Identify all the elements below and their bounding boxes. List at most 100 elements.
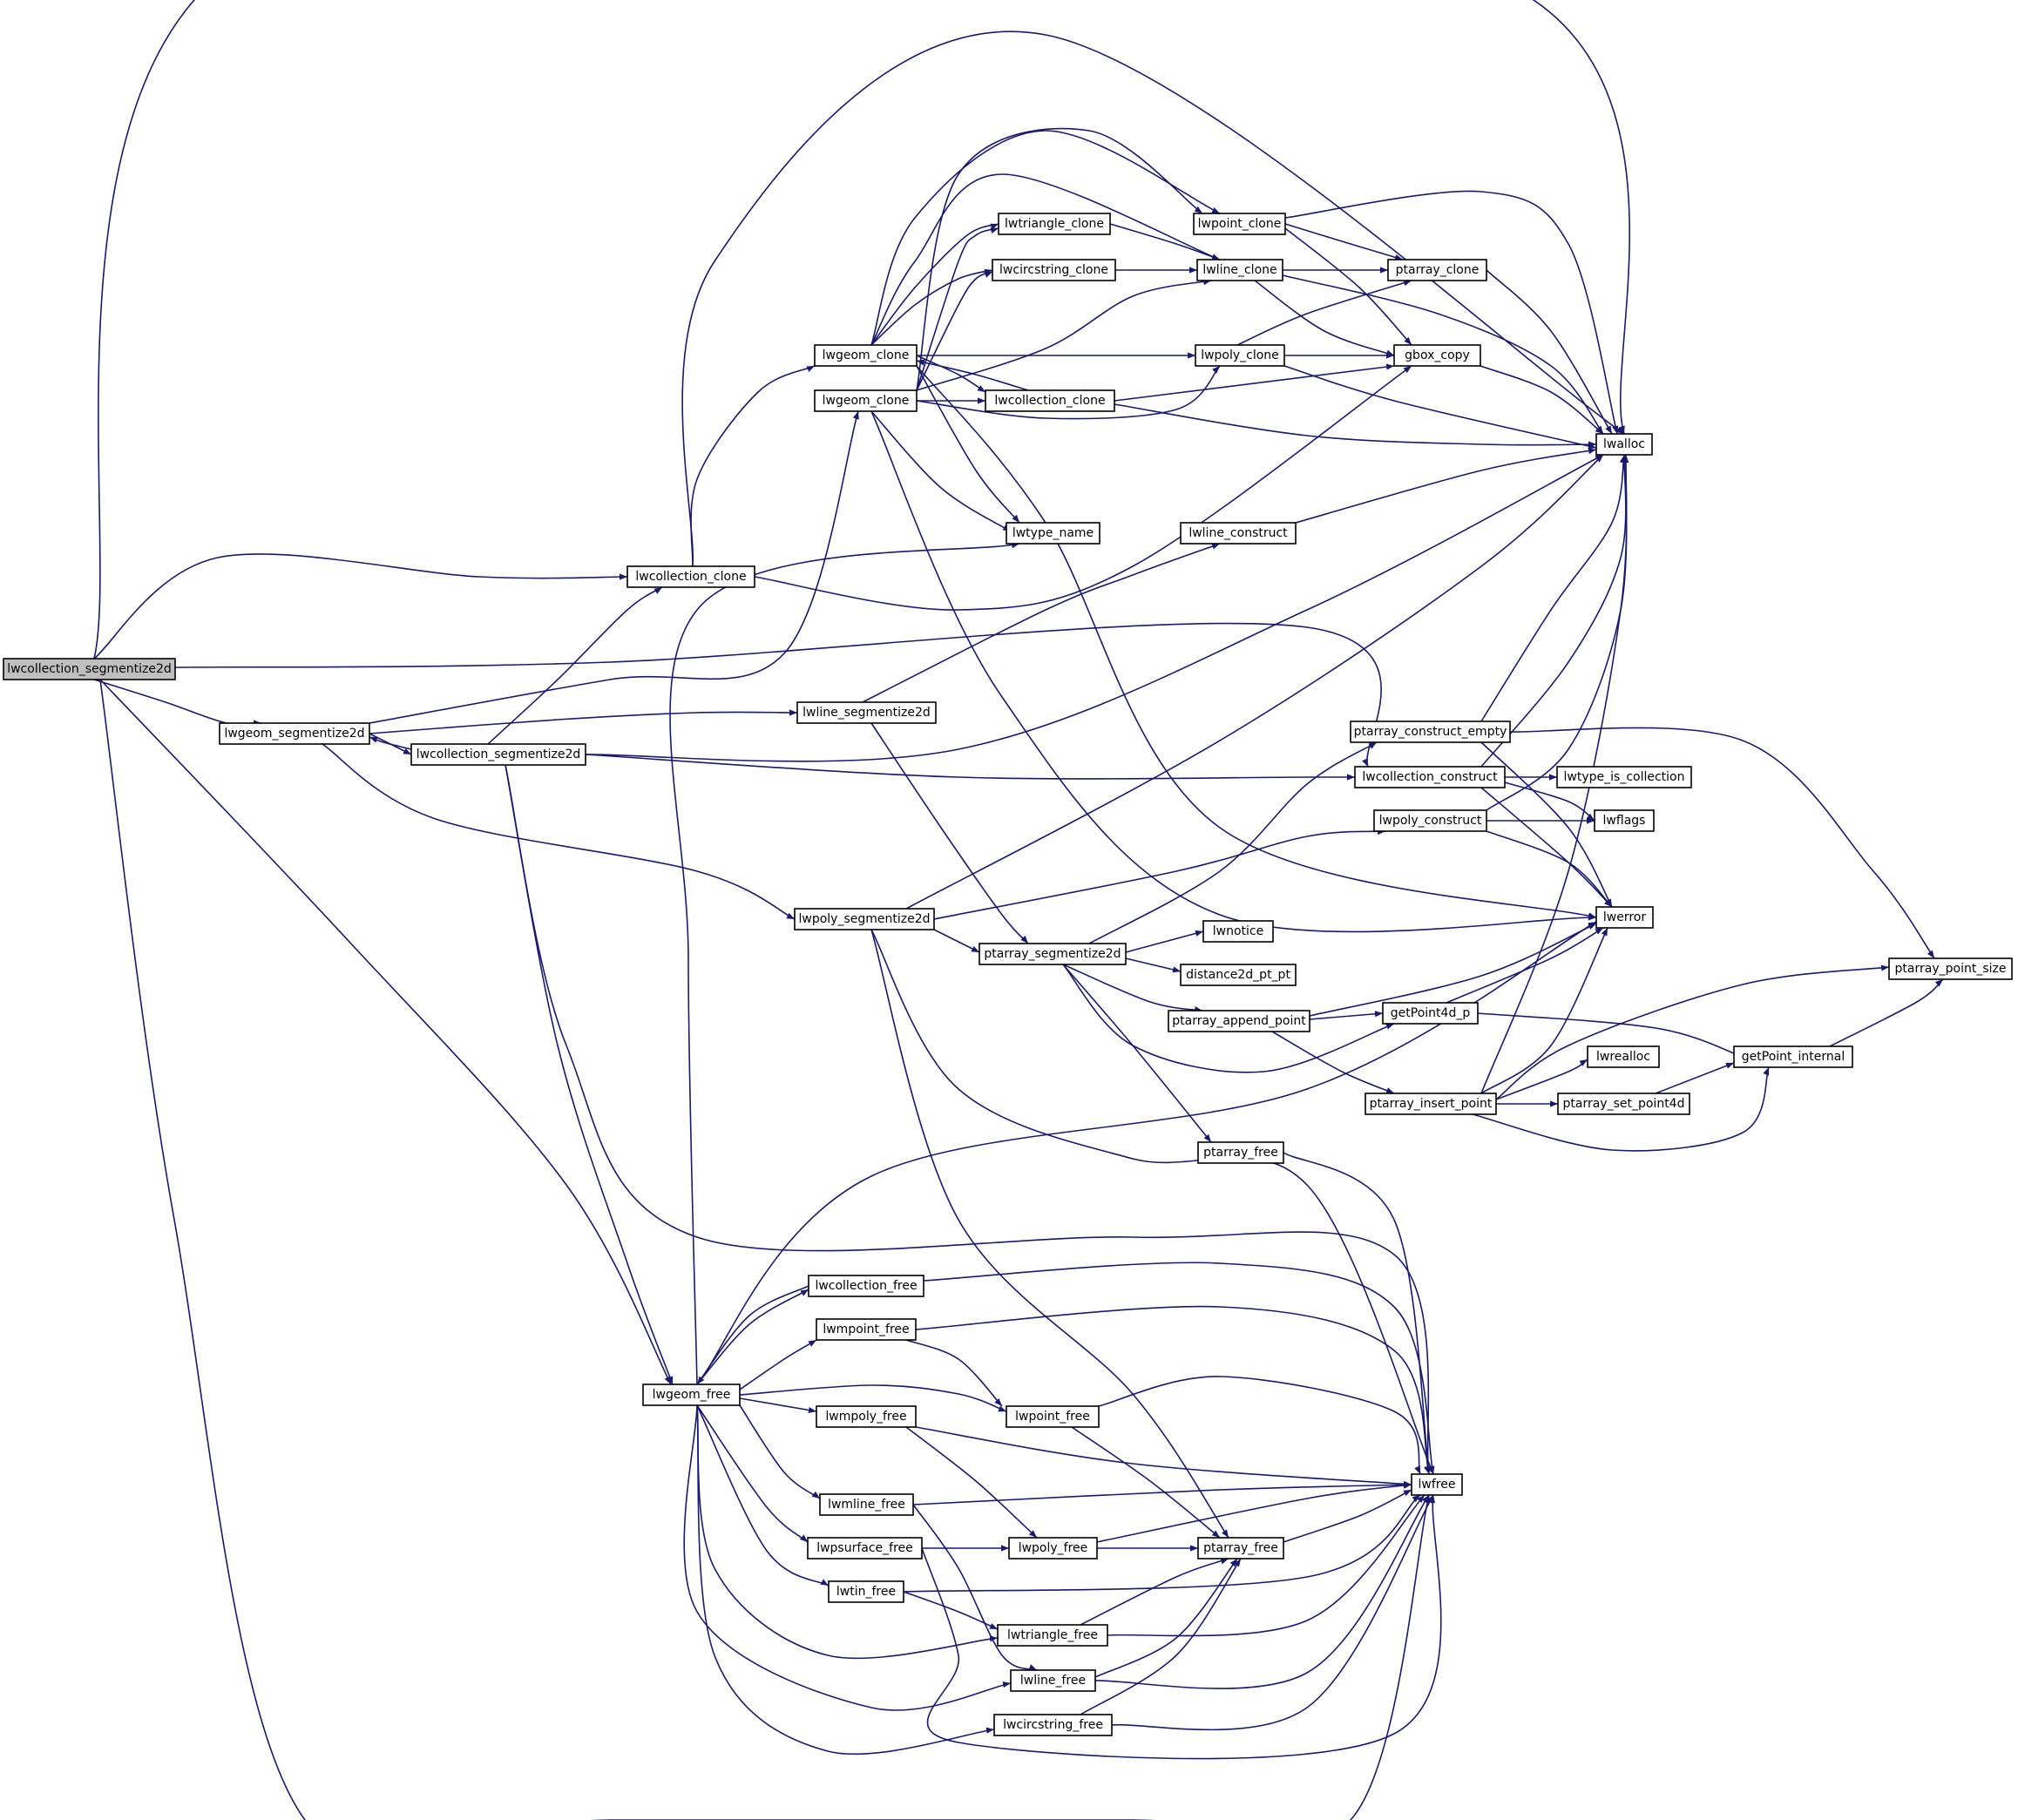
node-getPoint4d-p[interactable]: getPoint4d_p bbox=[1382, 1002, 1479, 1025]
node-lwerror[interactable]: lwerror bbox=[1595, 906, 1654, 929]
node-box bbox=[1888, 957, 2013, 980]
edge-lwcoll_seg_inner-to-lwgeom_segmentize2d bbox=[369, 736, 412, 750]
node-label: getPoint_internal bbox=[1742, 1050, 1845, 1064]
node-gbox-copy[interactable]: gbox_copy bbox=[1393, 344, 1481, 367]
node-lwgeom-segmentize2d[interactable]: lwgeom_segmentize2d bbox=[219, 722, 370, 745]
edge-lwgeom_clone_b-to-lwcircstring_clone bbox=[916, 271, 993, 391]
node-lwpoly-free[interactable]: lwpoly_free bbox=[1008, 1537, 1098, 1560]
node-lwcollection-construct[interactable]: lwcollection_construct bbox=[1354, 766, 1506, 788]
node-lwmline-free[interactable]: lwmline_free bbox=[819, 1493, 914, 1516]
edge-line bbox=[683, 1404, 1012, 1711]
edge-lwgeom_free-to-lwpoint_free bbox=[739, 1384, 1007, 1412]
node-lwcollection-free[interactable]: lwcollection_free bbox=[808, 1275, 924, 1297]
edge-ptarray_free_a-to-lwfree bbox=[1283, 1152, 1432, 1475]
edge-lwcollection_clone2-to-lwgeom_clone_a bbox=[916, 359, 1029, 391]
node-lwgeom-clone-b[interactable]: lwgeom_clone bbox=[814, 389, 918, 412]
edge-line bbox=[870, 929, 1434, 1475]
edge-root-to-lwfree bbox=[99, 679, 1431, 1820]
node-lwline-construct[interactable]: lwline_construct bbox=[1180, 522, 1297, 545]
edge-lwpoly_clone-to-ptarray_clone bbox=[1236, 280, 1412, 346]
node-label: lwpsurface_free bbox=[816, 1541, 913, 1555]
node-getPoint-internal[interactable]: getPoint_internal bbox=[1733, 1045, 1853, 1068]
edge-ptarray_set_point4d-to-getPoint_internal bbox=[1655, 1062, 1735, 1094]
edge-lwgeom_clone_b-to-lwerror bbox=[870, 410, 1597, 933]
node-ptarray-clone[interactable]: ptarray_clone bbox=[1387, 259, 1487, 281]
node-lwflags[interactable]: lwflags bbox=[1594, 809, 1655, 832]
edge-line bbox=[696, 1404, 809, 1543]
node-lwtriangle-clone[interactable]: lwtriangle_clone bbox=[998, 213, 1111, 235]
node-lwcollection-clone[interactable]: lwcollection_clone bbox=[626, 565, 755, 588]
edge-line bbox=[1480, 741, 1613, 908]
edge-line bbox=[369, 410, 859, 724]
node-label: ptarray_append_point bbox=[1172, 1014, 1306, 1028]
node-lwtin-free[interactable]: lwtin_free bbox=[828, 1580, 904, 1603]
node-lwtype-is-collection[interactable]: lwtype_is_collection bbox=[1556, 766, 1692, 788]
edge-line bbox=[487, 586, 663, 745]
node-lwpoly-clone[interactable]: lwpoly_clone bbox=[1195, 344, 1285, 367]
node-lwline-clone[interactable]: lwline_clone bbox=[1196, 259, 1283, 281]
node-box bbox=[1354, 766, 1506, 788]
node-ptarray-set-point4d[interactable]: ptarray_set_point4d bbox=[1557, 1093, 1690, 1115]
node-lwpoint-free[interactable]: lwpoint_free bbox=[1006, 1405, 1100, 1428]
edge-lwgeom_free-to-lwcollection_free bbox=[696, 1289, 809, 1385]
node-lwfree[interactable]: lwfree bbox=[1411, 1473, 1463, 1496]
node-lwtype-name[interactable]: lwtype_name bbox=[1006, 522, 1100, 545]
edge-line bbox=[1282, 274, 1604, 435]
node-lwline-free[interactable]: lwline_free bbox=[1010, 1669, 1096, 1692]
node-ptarray-construct-empty[interactable]: ptarray_construct_empty bbox=[1350, 721, 1511, 743]
edge-line bbox=[1284, 223, 1404, 260]
node-ptarray-append-point[interactable]: ptarray_append_point bbox=[1168, 1010, 1310, 1032]
node-lwline-segmentize2d[interactable]: lwline_segmentize2d bbox=[796, 701, 937, 724]
edge-line bbox=[1096, 1482, 1412, 1543]
edge-lwcoll_seg_inner-to-lwalloc bbox=[585, 454, 1604, 762]
node-label: lwgeom_clone bbox=[823, 394, 910, 408]
node-lwgeom-free[interactable]: lwgeom_free bbox=[642, 1384, 741, 1406]
node-lwcollection-clone2[interactable]: lwcollection_clone bbox=[985, 389, 1115, 412]
edge-line bbox=[1309, 1011, 1384, 1020]
node-label: getPoint4d_p bbox=[1391, 1006, 1471, 1020]
node-lwcircstring-clone[interactable]: lwcircstring_clone bbox=[992, 259, 1116, 281]
edge-lwpoint_clone-to-lwalloc bbox=[1284, 190, 1619, 435]
node-lwgeom-clone-a[interactable]: lwgeom_clone bbox=[814, 344, 918, 367]
node-label: lwnotice bbox=[1213, 924, 1263, 938]
node-lwalloc[interactable]: lwalloc bbox=[1595, 433, 1653, 456]
edge-lwpoint_clone-to-ptarray_clone bbox=[1284, 223, 1404, 260]
edge-ptarray_construct_empty-to-ptarray_point_size bbox=[1509, 727, 1935, 959]
node-lwpsurface-free[interactable]: lwpsurface_free bbox=[807, 1537, 923, 1560]
node-lwtriangle-free[interactable]: lwtriangle_free bbox=[997, 1624, 1108, 1647]
edge-line bbox=[754, 365, 1412, 611]
node-ptarray-segmentize2d[interactable]: ptarray_segmentize2d bbox=[979, 943, 1127, 965]
edge-line bbox=[1284, 227, 1412, 346]
node-lwpoly-segmentize2d[interactable]: lwpoly_segmentize2d bbox=[794, 908, 935, 930]
node-lwnotice[interactable]: lwnotice bbox=[1202, 920, 1274, 943]
edge-line bbox=[916, 365, 1221, 420]
node-lwmpoly-free[interactable]: lwmpoly_free bbox=[816, 1405, 917, 1428]
node-box bbox=[1382, 1002, 1479, 1025]
node-ptarray-point-size[interactable]: ptarray_point_size bbox=[1888, 957, 2013, 980]
edge-line bbox=[903, 1494, 1421, 1593]
node-distance2d-pt-pt[interactable]: distance2d_pt_pt bbox=[1180, 964, 1297, 986]
edge-line bbox=[1446, 927, 1604, 1004]
node-lwmpoint-free[interactable]: lwmpoint_free bbox=[816, 1318, 917, 1341]
node-lwpoly-construct[interactable]: lwpoly_construct bbox=[1373, 809, 1487, 832]
node-lwcoll-seg-inner[interactable]: lwcollection_segmentize2d bbox=[410, 743, 586, 766]
node-ptarray-free-a[interactable]: ptarray_free bbox=[1197, 1141, 1284, 1164]
node-label: lwtriangle_clone bbox=[1005, 217, 1104, 231]
node-lwpoint-clone[interactable]: lwpoint_clone bbox=[1193, 213, 1286, 235]
node-ptarray-free-b[interactable]: ptarray_free bbox=[1197, 1537, 1284, 1560]
node-lwcircstring-free[interactable]: lwcircstring_free bbox=[993, 1714, 1113, 1736]
node-ptarray-insert-point[interactable]: ptarray_insert_point bbox=[1365, 1093, 1497, 1115]
node-lwrealloc[interactable]: lwrealloc bbox=[1587, 1045, 1660, 1068]
node-box bbox=[1010, 1669, 1096, 1692]
edge-line bbox=[1480, 454, 1628, 768]
node-box bbox=[1168, 1010, 1310, 1032]
node-root[interactable]: lwcollection_segmentize2d bbox=[3, 658, 176, 680]
edge-line bbox=[1480, 927, 1608, 1094]
node-label: lwfree bbox=[1419, 1478, 1456, 1492]
node-label: lwline_construct bbox=[1188, 526, 1288, 540]
edge-line bbox=[870, 410, 1597, 933]
edge-lwpoly_segmentize2d-to-lwfree bbox=[870, 929, 1434, 1475]
node-label: lwgeom_segmentize2d bbox=[224, 727, 364, 741]
edge-lwpoly_segmentize2d-to-ptarray_free_b bbox=[870, 929, 1229, 1539]
edge-ptarray_segmentize2d-to-lwnotice bbox=[1125, 930, 1204, 953]
